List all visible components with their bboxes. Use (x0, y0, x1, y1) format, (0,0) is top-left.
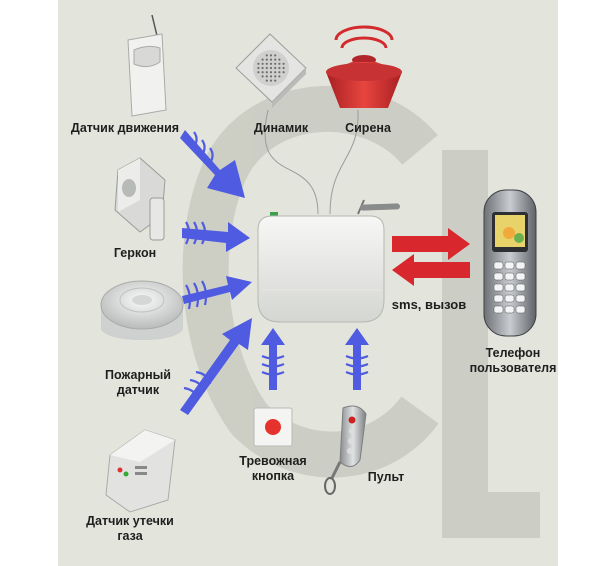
incoming-arrow (392, 254, 470, 286)
speaker-label: Динамик (253, 121, 309, 135)
reed-switch-icon (114, 157, 166, 241)
smoke-signal-arrow (182, 276, 252, 304)
speaker-icon (235, 33, 307, 108)
motion-signal-arrow (180, 130, 245, 198)
panic-button-label-line2: кнопка (251, 469, 295, 483)
siren-icon (326, 25, 402, 108)
gas-signal-arrow (180, 318, 252, 415)
remote-label: Пульт (367, 470, 405, 484)
smoke-detector-label-line2: датчик (116, 383, 160, 397)
motion-sensor-icon (127, 14, 167, 117)
sms-call-label: sms, вызов (391, 297, 467, 312)
panic-button-icon (253, 407, 293, 447)
gsm-control-panel-icon (257, 199, 400, 323)
gas-detector-icon (105, 429, 176, 513)
outgoing-arrow (392, 228, 470, 260)
gas-detector-label-line2: газа (117, 529, 143, 543)
smoke-detector-label-line1: Пожарный (105, 368, 171, 382)
reed-switch-label: Геркон (113, 246, 157, 260)
panic-button-label-line1: Тревожная (239, 454, 307, 468)
speaker-wire (264, 109, 319, 215)
mobile-phone-icon (483, 189, 537, 337)
smoke-detector-icon (100, 280, 184, 340)
gas-detector-label-line1: Датчик утечки (86, 514, 174, 528)
key-fob-remote-icon (324, 405, 367, 495)
phone-label-line1: Телефон (485, 346, 541, 360)
signal-waves (183, 131, 369, 401)
siren-label: Сирена (345, 121, 391, 135)
phone-label-line2: пользователя (469, 361, 557, 375)
siren-wire (329, 109, 359, 215)
motion-sensor-label: Датчик движения (70, 121, 180, 135)
reed-signal-arrow (182, 222, 250, 252)
sms-call-arrows (392, 228, 470, 286)
